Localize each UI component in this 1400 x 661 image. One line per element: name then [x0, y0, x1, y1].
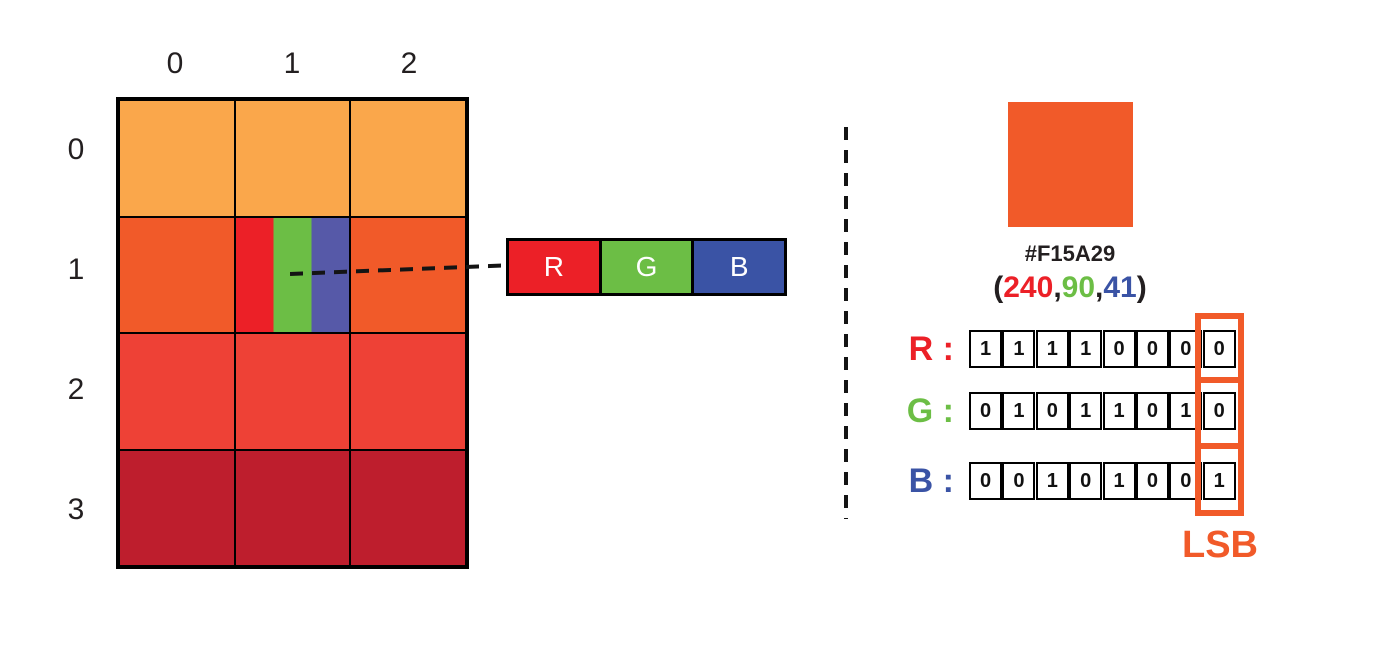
tuple-comma: , — [1095, 271, 1104, 304]
binary-blue-label: B : — [908, 462, 954, 500]
binary-green-label: G : — [906, 392, 954, 430]
pixel-cell — [234, 100, 351, 217]
rgb-bar-red-cell: R — [509, 241, 599, 293]
bit-cell: 1 — [1069, 392, 1103, 430]
bit-cell: 0 — [1135, 392, 1169, 430]
bit-cell: 1 — [1035, 330, 1069, 368]
lsb-highlight-divider — [1195, 377, 1244, 383]
pixel-cell — [350, 449, 466, 566]
grid-row-label-1: 1 — [67, 253, 85, 286]
tuple-green-value: 90 — [1061, 271, 1096, 304]
bit-cell: 1 — [1069, 330, 1103, 368]
lsb-highlight-divider — [1195, 443, 1244, 449]
bit-cell: 1 — [1002, 330, 1036, 368]
pixel-cell — [350, 100, 466, 217]
tuple-blue-value: 41 — [1103, 271, 1137, 304]
section-divider-dashed-line — [844, 127, 848, 519]
bit-cell: 1 — [1035, 462, 1069, 500]
tuple-paren-open: ( — [993, 271, 1004, 304]
pixel-cell — [234, 333, 351, 450]
binary-green-bits-row: 0 1 0 1 1 0 1 0 — [969, 392, 1236, 430]
bit-cell-lsb: 1 — [1202, 462, 1236, 500]
rgb-bar-blue-cell: B — [691, 241, 785, 293]
grid-column-label-1: 1 — [283, 47, 301, 80]
bit-cell: 1 — [1102, 392, 1136, 430]
bit-cell: 0 — [1135, 330, 1169, 368]
grid-row-label-0: 0 — [67, 133, 85, 166]
bit-cell-lsb: 0 — [1202, 392, 1236, 430]
pixel-cell — [234, 449, 351, 566]
binary-red-bits-row: 1 1 1 1 0 0 0 0 — [969, 330, 1236, 368]
color-swatch — [1008, 102, 1133, 227]
bit-cell: 0 — [1102, 330, 1136, 368]
bit-cell: 1 — [1102, 462, 1136, 500]
pixel-cell — [119, 216, 235, 333]
lsb-highlight-box — [1195, 313, 1244, 516]
pixel-cell — [119, 100, 235, 217]
bit-cell: 1 — [969, 330, 1002, 368]
binary-red-label: R : — [908, 330, 954, 368]
bit-cell: 0 — [1069, 462, 1103, 500]
tuple-red-value: 240 — [1003, 271, 1054, 304]
bit-cell: 0 — [969, 392, 1002, 430]
bit-cell: 0 — [1035, 392, 1069, 430]
bit-cell: 1 — [1002, 392, 1036, 430]
pixel-cell — [350, 216, 466, 333]
rgb-channel-bar: R G B — [506, 238, 787, 296]
grid-row-label-3: 3 — [67, 493, 85, 526]
bit-cell: 0 — [969, 462, 1002, 500]
bit-cell: 0 — [1002, 462, 1036, 500]
pixel-cell — [350, 333, 466, 450]
tuple-paren-close: ) — [1136, 271, 1147, 304]
hex-color-label: #F15A29 — [1024, 241, 1116, 266]
tuple-comma: , — [1053, 271, 1062, 304]
rgb-tuple-label: (240,90,41) — [945, 271, 1195, 305]
grid-column-label-0: 0 — [166, 47, 184, 80]
bit-cell-lsb: 0 — [1202, 330, 1236, 368]
grid-row-label-2: 2 — [67, 373, 85, 406]
lsb-label: LSB — [1182, 524, 1258, 566]
pixel-cell — [119, 333, 235, 450]
grid-column-label-2: 2 — [400, 47, 418, 80]
pixel-grid — [116, 97, 469, 569]
bit-cell: 0 — [1135, 462, 1169, 500]
pixel-cell — [119, 449, 235, 566]
rgb-bar-green-cell: G — [598, 241, 692, 293]
